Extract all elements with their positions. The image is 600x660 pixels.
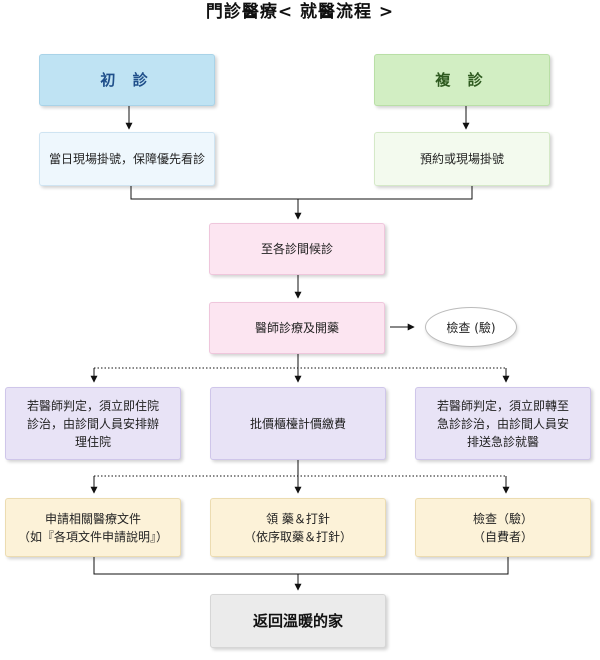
self-exam-line-1: 檢查（驗） [472, 511, 533, 526]
home-node: 返回溫暖的家 [210, 594, 386, 648]
documents-line-1: 申請相關醫療文件 [44, 511, 141, 526]
return-visit-label: 複 診 [435, 71, 489, 89]
first-visit-desc-node: 當日現場掛號，保障優先看診 [39, 132, 215, 186]
first-visit-label: 初 診 [100, 71, 154, 89]
page-title: 門診醫療< 就醫流程 > [205, 2, 395, 22]
emergency-line-1: 若醫師判定，須立即轉至 [436, 398, 569, 413]
return-visit-desc-label: 預約或現場掛號 [419, 152, 504, 166]
wait-node: 至各診間候診 [209, 223, 385, 275]
admission-line-1: 若醫師判定，須立即住院 [26, 398, 159, 413]
emergency-line-2: 急診診治，由診間人員安 [436, 416, 569, 431]
first-visit-node: 初 診 [39, 54, 215, 106]
home-label: 返回溫暖的家 [252, 612, 343, 630]
emergency-node: 若醫師判定，須立即轉至 急診診治，由診間人員安 排送急診就醫 [415, 387, 591, 460]
consult-label: 醫師診療及開藥 [254, 321, 339, 335]
self-exam-node: 檢查（驗） （自費者） [415, 498, 591, 557]
self-exam-line-2: （自費者） [472, 529, 533, 544]
exam-node: 檢查 (驗) [425, 307, 517, 347]
medicine-node: 領 藥＆打針 （依序取藥＆打針） [210, 498, 386, 557]
medicine-line-1: 領 藥＆打針 [266, 511, 330, 526]
payment-node: 批價櫃檯計價繳費 [210, 387, 386, 460]
return-visit-desc-node: 預約或現場掛號 [374, 132, 550, 186]
documents-node: 申請相關醫療文件 （如『各項文件申請說明』） [5, 498, 181, 557]
return-visit-node: 複 診 [374, 54, 550, 106]
consult-node: 醫師診療及開藥 [209, 302, 385, 354]
documents-line-2: （如『各項文件申請說明』） [17, 529, 168, 544]
first-visit-desc-label: 當日現場掛號，保障優先看診 [48, 152, 205, 166]
emergency-line-3: 排送急診就醫 [466, 434, 539, 449]
exam-label: 檢查 (驗) [446, 320, 496, 335]
admission-line-2: 診治，由診間人員安排辦 [26, 416, 159, 431]
wait-label: 至各診間候診 [260, 242, 333, 256]
payment-label: 批價櫃檯計價繳費 [249, 416, 346, 431]
admission-node: 若醫師判定，須立即住院 診治，由診間人員安排辦 理住院 [5, 387, 181, 460]
admission-line-3: 理住院 [74, 434, 111, 449]
medicine-line-2: （依序取藥＆打針） [243, 529, 352, 544]
